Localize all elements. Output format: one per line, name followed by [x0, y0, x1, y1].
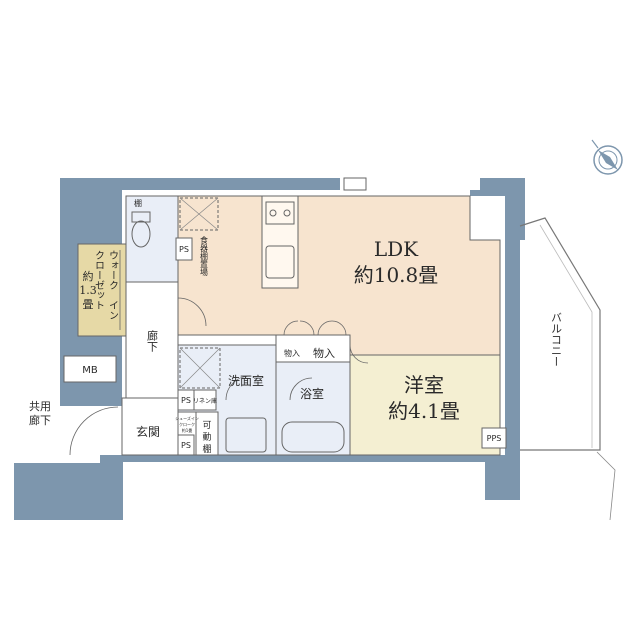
- closet-size-2: 1.3: [79, 284, 97, 297]
- movable-shelf-1: 可: [202, 420, 211, 431]
- north-compass-icon: [591, 139, 623, 175]
- kitchen-counter: [261, 195, 299, 289]
- bedroom-door-arc: [349, 344, 369, 364]
- common-corridor-label-2: 廊下: [29, 413, 51, 427]
- bathtub: [281, 421, 345, 453]
- ldk-floor: [177, 195, 501, 356]
- storage-label: 物入: [313, 346, 335, 360]
- wash-basin: [225, 417, 267, 453]
- ps-label-1: PS: [179, 245, 189, 254]
- shoe-cloak-label: シューズイン: [175, 415, 199, 421]
- washroom-label: 洗面室: [228, 373, 264, 388]
- top-step: [343, 177, 367, 191]
- ps-label-2: PS: [181, 396, 191, 405]
- labels: LDK 約10.8畳 洋室 約4.1畳 ウォーク イン クローゼット 約 1.3…: [29, 198, 563, 455]
- wall-bottom: [118, 455, 490, 462]
- stove-top: [265, 201, 295, 225]
- pps-box: [481, 427, 507, 449]
- bedroom-floor: [349, 354, 501, 456]
- sink: [265, 245, 295, 279]
- closet-label-2: イン: [107, 300, 119, 320]
- pantry-label: 食器棚置場: [200, 235, 209, 277]
- mb-label: MB: [82, 365, 98, 376]
- floors: [63, 195, 501, 456]
- toilet-floor: [125, 195, 179, 283]
- bedroom-size: 約4.1畳: [388, 399, 460, 423]
- bedroom-name: 洋室: [404, 373, 444, 397]
- ldk-size: 約10.8畳: [354, 263, 439, 287]
- hallway-floor: [125, 281, 179, 399]
- shoe-cloak-label-2: クローク: [179, 421, 195, 427]
- wall-right-column: [505, 240, 520, 490]
- closet-size-3: 畳: [83, 298, 94, 311]
- closet-size-1: 約: [83, 269, 94, 283]
- bath-door-arc: [289, 377, 313, 401]
- wall-left-lower: [60, 396, 122, 406]
- bathroom-label: 浴室: [300, 386, 324, 401]
- wall-bottom-right: [485, 455, 520, 500]
- storage-door-arcs: [283, 320, 347, 336]
- hallway-label: 廊下: [146, 329, 159, 353]
- storage-small-label: 物入: [284, 348, 300, 358]
- movable-shelf-box: [195, 411, 219, 456]
- entrance-door-arc: [69, 406, 119, 456]
- wall-bottom-left: [14, 455, 123, 520]
- movable-shelf-3: 棚: [202, 443, 211, 455]
- toilet-bowl: [131, 220, 151, 248]
- balcony-label: バルコニー: [550, 312, 563, 367]
- closet-label-1: ウォーク: [107, 250, 118, 290]
- shoe-cloak-label-3: 約1畳: [182, 427, 193, 433]
- movable-shelf-2: 動: [202, 432, 211, 443]
- washroom-door-arc: [225, 375, 251, 401]
- ps-box-1: [175, 237, 193, 261]
- balcony: [519, 217, 616, 521]
- pps-label: PPS: [487, 434, 502, 443]
- storage-floor: [275, 334, 351, 363]
- linen-label: リネン庫: [193, 397, 217, 405]
- linen-box: [193, 389, 217, 411]
- hall-door-arc: [177, 297, 207, 327]
- toilet-tank: [131, 211, 151, 223]
- ps-box-3: [177, 434, 195, 456]
- shelf-label: 棚: [134, 198, 142, 208]
- common-corridor-label-1: 共用: [29, 400, 51, 413]
- ps-label-3: PS: [181, 441, 191, 450]
- ldk-name: LDK: [374, 237, 419, 261]
- laundry-box: [179, 347, 221, 389]
- closet-floor: [77, 243, 127, 337]
- entrance-label: 玄関: [136, 424, 160, 439]
- fixtures: [69, 177, 507, 456]
- mb-box: [63, 355, 117, 383]
- bathroom-floor: [275, 361, 351, 456]
- balcony-outline: [519, 217, 601, 451]
- closet-label-3: クローゼット: [93, 250, 105, 310]
- entrance-floor: [121, 397, 179, 456]
